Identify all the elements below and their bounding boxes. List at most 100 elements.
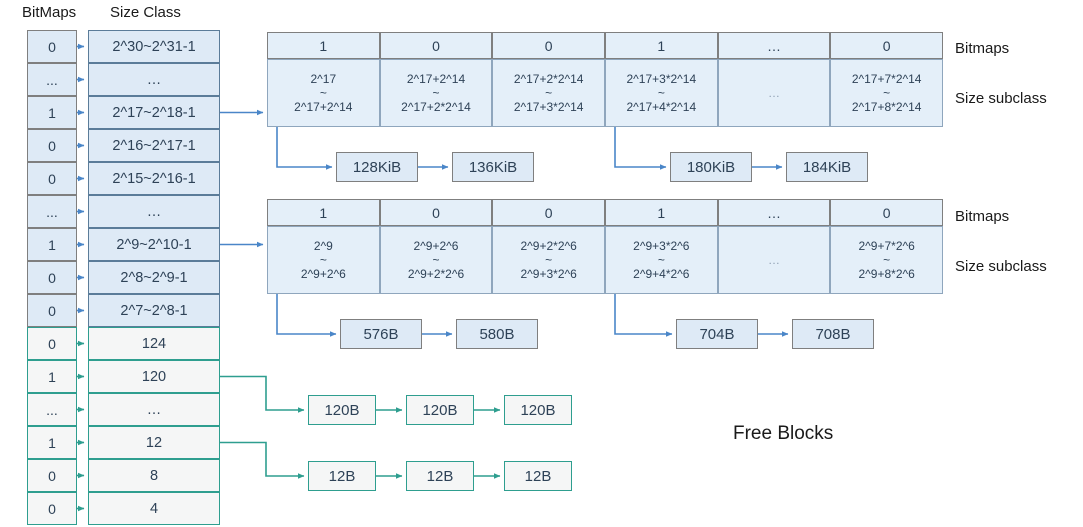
size-subclass-text: 2^9+7*2^6 (858, 238, 915, 253)
size-subclass-cell[interactable]: 2^9+2^6~2^9+2*2^6 (379, 226, 493, 294)
bitmap-cell[interactable]: 0 (27, 492, 77, 525)
size-subclass-text: 2^9+8*2^6 (858, 267, 915, 282)
size-subclass-cell[interactable]: 2^9+7*2^6~2^9+8*2^6 (830, 226, 943, 294)
size-subclass-text: 2^17+2*2^14 (513, 71, 584, 86)
bitmap-cell[interactable]: 0 (27, 30, 77, 63)
side-label-bitmaps-mid: Bitmaps (955, 208, 1010, 225)
free-block[interactable]: 180KiB (670, 152, 752, 182)
size-subclass-text: 2^9 (313, 238, 333, 253)
bitmap-cell[interactable]: 0 (27, 162, 77, 195)
size-subclass-cell[interactable]: 2^17~2^17+2^14 (267, 59, 380, 127)
bitmap-cell[interactable]: 1 (27, 360, 77, 393)
bitmap-bit-cell[interactable]: 1 (605, 32, 718, 59)
size-subclass-text: 2^9+2*2^6 (520, 238, 577, 253)
size-subclass-text: 2^17+7*2^14 (851, 71, 922, 86)
bitmap-bit-cell[interactable]: … (717, 199, 831, 226)
bitmap-bit-cell[interactable]: 0 (830, 32, 943, 59)
size-subclass-cell[interactable]: … (717, 226, 831, 294)
side-label-size-subclass-mid: Size subclass (955, 258, 1047, 275)
free-block[interactable]: 184KiB (786, 152, 868, 182)
size-subclass-text: 2^9+3*2^6 (520, 267, 577, 282)
free-blocks-caption: Free Blocks (733, 423, 834, 444)
free-block[interactable]: 708B (792, 319, 874, 349)
size-class-cell[interactable]: 2^7~2^8-1 (88, 294, 220, 327)
bitmap-bit-cell[interactable]: 1 (605, 199, 718, 226)
size-class-cell[interactable]: 2^15~2^16-1 (88, 162, 220, 195)
size-subclass-text: 2^17+3*2^14 (513, 100, 584, 115)
size-subclass-text: ~ (657, 85, 665, 100)
free-block[interactable]: 120B (308, 395, 376, 425)
bitmap-cell[interactable]: 0 (27, 294, 77, 327)
size-subclass-cell[interactable]: 2^9+2*2^6~2^9+3*2^6 (492, 226, 605, 294)
bitmap-cell[interactable]: 0 (27, 459, 77, 492)
size-subclass-cell[interactable]: … (717, 59, 831, 127)
header-size-class: Size Class (110, 4, 181, 21)
bitmap-bit-cell[interactable]: … (717, 32, 831, 59)
free-block[interactable]: 120B (406, 395, 474, 425)
size-subclass-text: ~ (657, 252, 665, 267)
bitmap-cell[interactable]: 1 (27, 426, 77, 459)
bitmap-cell[interactable]: ... (27, 63, 77, 96)
bitmap-cell[interactable]: ... (27, 195, 77, 228)
free-block[interactable]: 576B (340, 319, 422, 349)
bitmap-cell[interactable]: 1 (27, 96, 77, 129)
size-subclass-text: 2^9+2^6 (413, 238, 459, 253)
size-subclass-text: 2^17+3*2^14 (626, 71, 697, 86)
size-class-cell[interactable]: 12 (88, 426, 220, 459)
size-subclass-cell[interactable]: 2^9~2^9+2^6 (267, 226, 380, 294)
size-subclass-text: ~ (432, 85, 440, 100)
free-block[interactable]: 704B (676, 319, 758, 349)
size-class-cell[interactable]: 8 (88, 459, 220, 492)
size-subclass-text: 2^17 (310, 71, 337, 86)
bitmap-bit-cell[interactable]: 0 (379, 199, 493, 226)
size-subclass-text: 2^9+2*2^6 (407, 267, 465, 282)
side-label-bitmaps-top: Bitmaps (955, 40, 1010, 57)
size-subclass-text: ~ (319, 85, 327, 100)
free-block[interactable]: 12B (504, 461, 572, 491)
size-subclass-text: ~ (432, 252, 440, 267)
size-subclass-text: 2^17+4*2^14 (626, 100, 697, 115)
bitmap-cell[interactable]: 0 (27, 129, 77, 162)
size-class-cell[interactable]: 124 (88, 327, 220, 360)
bitmap-bit-cell[interactable]: 0 (379, 32, 493, 59)
connector-arrow (614, 127, 667, 170)
free-block[interactable]: 120B (504, 395, 572, 425)
bitmap-cell[interactable]: 0 (27, 261, 77, 294)
free-block[interactable]: 128KiB (336, 152, 418, 182)
size-subclass-cell[interactable]: 2^17+7*2^14~2^17+8*2^14 (830, 59, 943, 127)
free-block[interactable]: 12B (308, 461, 376, 491)
connector-arrow (276, 294, 337, 337)
size-class-cell[interactable]: … (88, 63, 220, 96)
bitmap-bit-cell[interactable]: 1 (267, 32, 380, 59)
size-subclass-text: ~ (883, 85, 891, 100)
size-subclass-text: 2^17+8*2^14 (851, 100, 922, 115)
size-subclass-cell[interactable]: 2^17+3*2^14~2^17+4*2^14 (605, 59, 718, 127)
size-class-cell[interactable]: 2^8~2^9-1 (88, 261, 220, 294)
size-subclass-cell[interactable]: 2^9+3*2^6~2^9+4*2^6 (605, 226, 718, 294)
size-class-cell[interactable]: … (88, 195, 220, 228)
size-class-cell[interactable]: … (88, 393, 220, 426)
bitmap-bit-cell[interactable]: 0 (492, 199, 605, 226)
size-subclass-text: 2^17+2*2^14 (401, 100, 471, 115)
bitmap-bit-cell[interactable]: 1 (267, 199, 380, 226)
size-subclass-text: 2^17+2^14 (406, 71, 466, 86)
bitmap-bit-cell[interactable]: 0 (492, 32, 605, 59)
bitmap-cell[interactable]: 1 (27, 228, 77, 261)
size-subclass-cell[interactable]: 2^17+2^14~2^17+2*2^14 (379, 59, 493, 127)
size-class-cell[interactable]: 4 (88, 492, 220, 525)
size-class-cell[interactable]: 2^16~2^17-1 (88, 129, 220, 162)
size-subclass-text: ~ (319, 252, 327, 267)
bitmap-bit-cell[interactable]: 0 (830, 199, 943, 226)
size-subclass-cell[interactable]: 2^17+2*2^14~2^17+3*2^14 (492, 59, 605, 127)
free-block[interactable]: 136KiB (452, 152, 534, 182)
size-class-cell[interactable]: 2^9~2^10-1 (88, 228, 220, 261)
free-block[interactable]: 580B (456, 319, 538, 349)
size-class-cell[interactable]: 2^17~2^18-1 (88, 96, 220, 129)
connector-arrow (614, 294, 673, 337)
size-subclass-text: 2^9+2^6 (300, 267, 346, 282)
bitmap-cell[interactable]: ... (27, 393, 77, 426)
size-class-cell[interactable]: 2^30~2^31-1 (88, 30, 220, 63)
size-class-cell[interactable]: 120 (88, 360, 220, 393)
free-block[interactable]: 12B (406, 461, 474, 491)
bitmap-cell[interactable]: 0 (27, 327, 77, 360)
